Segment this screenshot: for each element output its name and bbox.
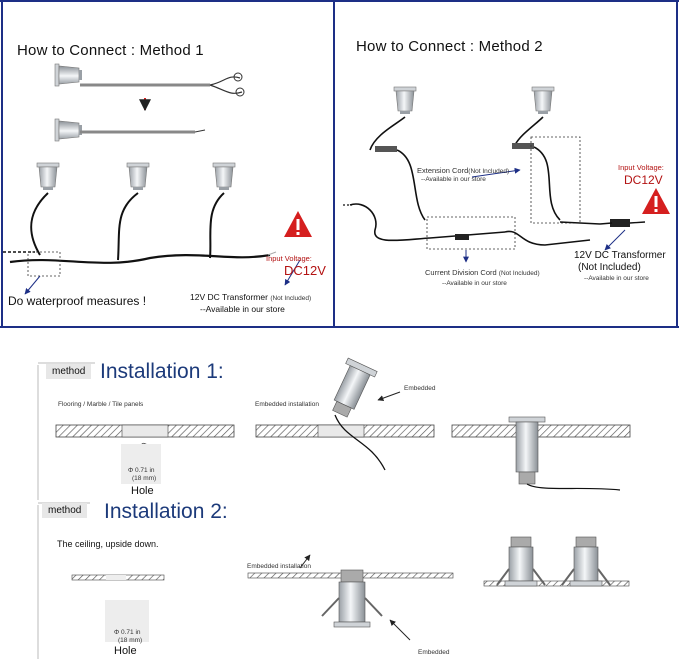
embedded-installation-label-2: Embedded installation — [247, 563, 311, 570]
method1-store: --Available in our store — [200, 304, 285, 314]
embedded-label-2: Embedded — [418, 649, 450, 656]
installation2-tag: method — [42, 503, 88, 518]
embedded-installation-label: Embedded installation — [255, 401, 319, 408]
method1-wiring — [3, 63, 312, 295]
method1-voltage: DC12V — [284, 263, 326, 278]
hole-label-2: Hole — [114, 645, 137, 657]
method2-title: How to Connect : Method 2 — [356, 38, 543, 55]
division-store: --Available in our store — [442, 280, 507, 287]
installation1-tag: method — [46, 364, 92, 379]
installation1-drawings — [37, 357, 631, 500]
extension-store: --Available in our store — [421, 176, 486, 183]
lamp-angled — [332, 357, 378, 418]
installation1-title: Installation 1: — [100, 360, 224, 383]
warning-icon — [284, 211, 312, 237]
ceiling-label: The ceiling, upside down. — [57, 539, 159, 549]
method1-transformer: 12V DC Transformer (Not Included) — [190, 292, 312, 302]
method2-transformer: 12V DC Transformer — [574, 250, 666, 261]
frame-lines — [0, 0, 679, 328]
lamp-with-cable-top — [54, 63, 83, 87]
method2-transformer-note: (Not Included) — [578, 262, 641, 273]
lamp-inverted — [321, 569, 383, 628]
hole-dimension-mm-2: (18 mm) — [118, 637, 143, 644]
flooring-label: Flooring / Marble / Tile panels — [58, 401, 144, 408]
hole-panel-2 — [105, 600, 149, 642]
method2-input-voltage: Input Voltage: — [618, 163, 664, 172]
method1-title: How to Connect : Method 1 — [17, 42, 204, 59]
hole-dimension: Φ 0.71 in — [128, 467, 155, 474]
hole-label: Hole — [131, 485, 154, 497]
method1-input-voltage: Input Voltage: — [266, 254, 312, 263]
lamp-installed — [508, 416, 546, 485]
installation2-title: Installation 2: — [104, 500, 228, 523]
method2-voltage: DC12V — [624, 173, 663, 187]
division-cord-label: Current Division Cord (Not Included) — [425, 268, 540, 277]
method2-wiring — [343, 86, 670, 263]
embedded-label: Embedded — [404, 385, 436, 392]
hole-panel — [121, 444, 161, 484]
hole-dimension-mm: (18 mm) — [132, 475, 157, 482]
extension-cord-label: Extension Cord(Not Included) — [417, 166, 510, 175]
hole-dimension-2: Φ 0.71 in — [114, 629, 141, 636]
method2-store: --Available in our store — [584, 275, 649, 282]
warning-icon — [642, 188, 670, 214]
waterproof-note: Do waterproof measures ! — [8, 294, 147, 308]
